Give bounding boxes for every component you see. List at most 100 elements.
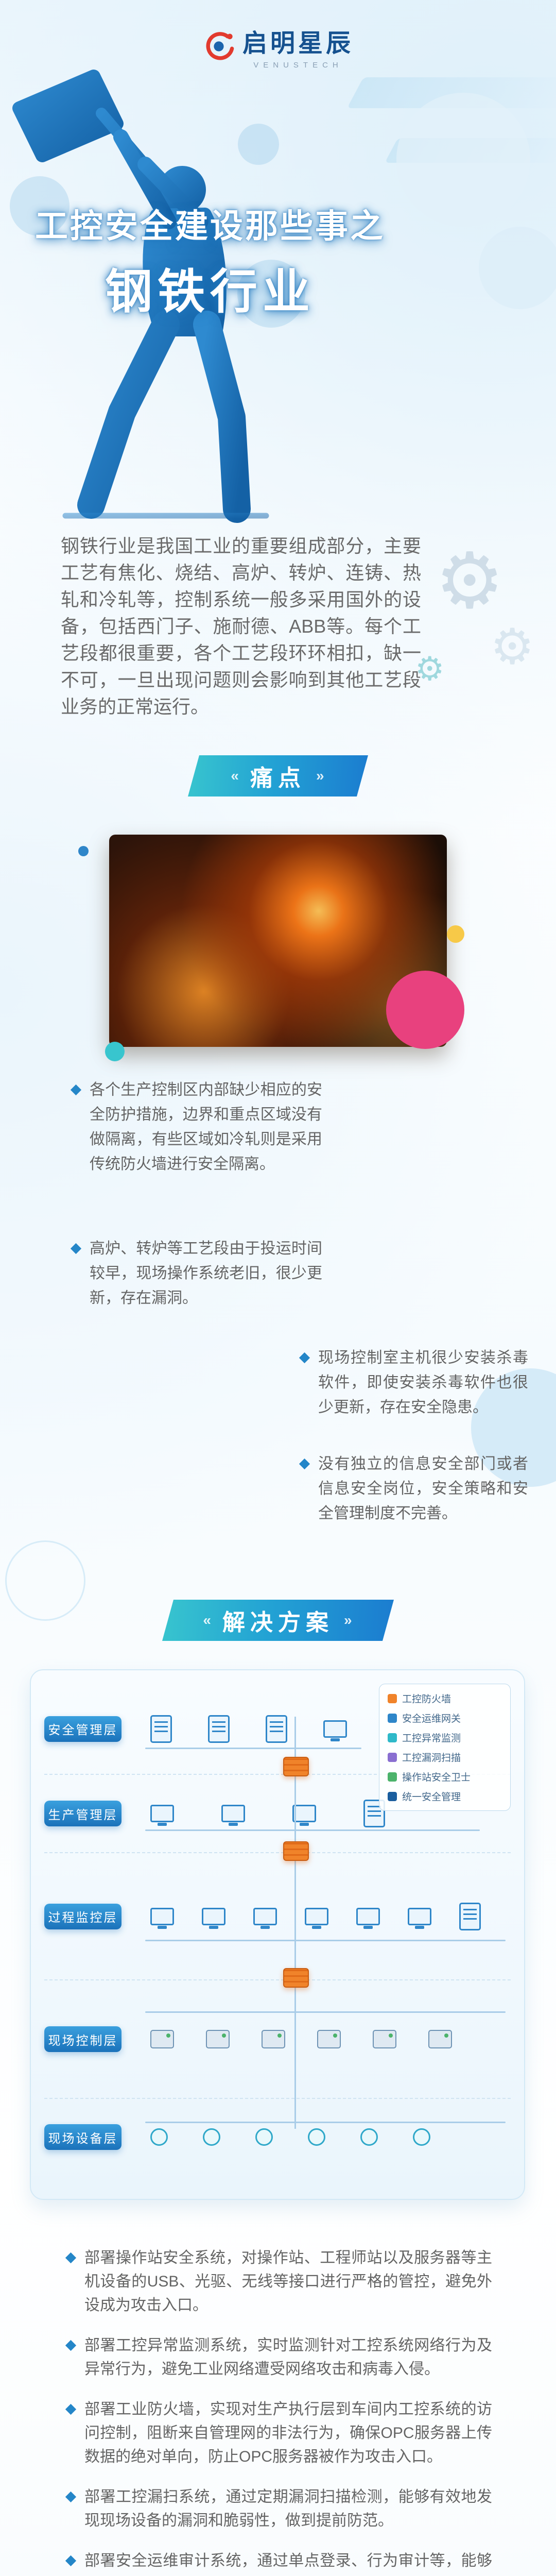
logo-mark-icon — [206, 31, 234, 60]
operator-station-icon — [305, 1907, 328, 1925]
field-device-icon — [413, 2128, 430, 2146]
decor-circle — [396, 93, 530, 227]
operator-station-icon — [356, 1907, 380, 1925]
scanner-icon — [388, 1752, 397, 1762]
solution-bullet: 部署工业防火墙，实现对生产执行层到车间内工控系统的访问控制，阻断来自管理网的非法… — [66, 2398, 492, 2469]
operator-station-icon — [408, 1907, 431, 1925]
badge-label: 痛点 — [250, 766, 306, 791]
legend-item: 统一安全管理 — [388, 1789, 502, 1803]
plc-icon — [262, 2030, 285, 2048]
diagram-layer-row: 现场设备层 — [44, 2099, 511, 2175]
chevron-right-icon: » — [316, 768, 325, 784]
legend-item-label: 操作站安全卫士 — [402, 1772, 471, 1783]
monitor-probe-icon — [388, 1733, 397, 1742]
solution-diagram-panel: 工控防火墙 安全运维网关 工控异常监测 工控漏洞扫描 操作站安全卫士 统一安全管… — [30, 1669, 525, 2200]
server-icon — [150, 1715, 172, 1743]
diagram-layer-row: 现场控制层 — [44, 1980, 511, 2099]
firewall-icon — [283, 1757, 309, 1776]
logo: 启明星辰 VENUSTECH — [202, 23, 354, 70]
pain-bullet: 没有独立的信息安全部门或者信息安全岗位，安全策略和安全管理制度不完善。 — [300, 1452, 528, 1526]
diagram-layer-label: 过程监控层 — [44, 1903, 121, 1929]
operator-station-icon — [253, 1907, 277, 1925]
decor-dot-yellow — [447, 925, 464, 943]
field-device-icon — [308, 2128, 325, 2146]
operator-station-icon — [202, 1907, 225, 1925]
field-device-icon — [150, 2128, 168, 2146]
decor-dot-magenta — [386, 971, 464, 1049]
solution-bullet: 部署安全运维审计系统，通过单点登录、行为审计等，能够有效地管控远程运维人员，记录… — [66, 2549, 492, 2576]
gear-icon: ⚙ — [490, 619, 535, 674]
legend-item-label: 统一安全管理 — [402, 1792, 461, 1803]
section-badge-solution: « 解决方案 » — [162, 1600, 394, 1641]
decor-ring — [5, 1540, 85, 1621]
management-icon — [388, 1791, 397, 1801]
plc-icon — [428, 2030, 452, 2048]
workstation-icon — [323, 1720, 347, 1738]
pain-bullet: 高炉、转炉等工艺段由于投运时间较早，现场操作系统老旧，很少更新，存在漏洞。 — [71, 1236, 322, 1311]
server-icon — [266, 1715, 287, 1743]
diagram-layer-row: 生产管理层 — [44, 1775, 511, 1853]
bus-line — [145, 1940, 506, 1941]
worker-silhouette-illustration — [10, 70, 305, 523]
intro-paragraph: 钢铁行业是我国工业的重要组成部分，主要工艺有焦化、烧结、高炉、转炉、连铸、热轧和… — [61, 535, 421, 717]
server-icon — [459, 1902, 481, 1930]
plc-icon — [317, 2030, 341, 2048]
backbone-line — [294, 1717, 296, 2129]
legend-item: 工控漏洞扫描 — [388, 1750, 502, 1764]
bus-line — [145, 2011, 506, 2013]
badge-label: 解决方案 — [222, 1610, 334, 1635]
page-title: 工控安全建设那些事之 钢铁行业 — [14, 200, 406, 322]
diagram-layer-row: 过程监控层 — [44, 1853, 511, 1980]
legend-item: 安全运维网关 — [388, 1711, 502, 1725]
pain-bullet: 各个生产控制区内部缺少相应的安全防护措施，边界和重点区域没有做隔离，有些区域如冷… — [71, 1078, 322, 1177]
field-device-icon — [360, 2128, 378, 2146]
diagram-layer-row: 安全管理层 — [44, 1684, 511, 1775]
page-title-line2: 钢铁行业 — [105, 266, 315, 318]
legend-item: 工控异常监测 — [388, 1731, 502, 1744]
solution-bullet: 部署工控异常监测系统，实时监测针对工控系统网络行为及异常行为，避免工业网络遭受网… — [66, 2334, 492, 2381]
host-guard-icon — [388, 1772, 397, 1782]
page-title-line1: 工控安全建设那些事之 — [35, 208, 385, 245]
diagram-layer-label: 生产管理层 — [44, 1801, 121, 1826]
chevron-right-icon: » — [344, 1612, 353, 1628]
diagram-layer-label: 现场控制层 — [44, 2026, 121, 2052]
plc-icon — [373, 2030, 396, 2048]
diagram-layer-label: 安全管理层 — [44, 1716, 121, 1742]
decor-dot-teal — [105, 1042, 125, 1061]
legend-item-label: 安全运维网关 — [402, 1714, 461, 1724]
bus-line — [145, 1829, 480, 1831]
bus-line — [145, 2122, 506, 2123]
legend-item-label: 工控防火墙 — [402, 1694, 451, 1705]
workstation-icon — [292, 1805, 316, 1822]
workstation-icon — [150, 1805, 174, 1822]
pain-bullet: 现场控制室主机很少安装杀毒软件，即使安装杀毒软件也很少更新，存在安全隐患。 — [300, 1346, 528, 1420]
gateway-icon — [388, 1713, 397, 1723]
section-badge-pain: « 痛点 » — [188, 755, 368, 796]
logo-text: 启明星辰 — [242, 30, 354, 57]
field-device-icon — [203, 2128, 220, 2146]
diagram-layer-label: 现场设备层 — [44, 2124, 121, 2150]
firewall-icon — [283, 1841, 309, 1861]
legend-item-label: 工控异常监测 — [402, 1733, 461, 1744]
firewall-icon — [388, 1693, 397, 1703]
bus-line — [145, 1748, 361, 1749]
field-device-icon — [255, 2128, 273, 2146]
diagram-legend: 工控防火墙 安全运维网关 工控异常监测 工控漏洞扫描 操作站安全卫士 统一安全管… — [379, 1684, 511, 1811]
workstation-icon — [221, 1805, 245, 1822]
solution-bullet: 部署工控漏扫系统，通过定期漏洞扫描检测，能够有效地发现现场设备的漏洞和脆弱性，做… — [66, 2485, 492, 2533]
plc-icon — [150, 2030, 174, 2048]
firewall-icon — [283, 1968, 309, 1988]
logo-subtext: VENUSTECH — [253, 61, 343, 70]
server-icon — [208, 1715, 230, 1743]
chevron-left-icon: « — [231, 768, 240, 784]
solution-bullet: 部署操作站安全系统，对操作站、工程师站以及服务器等主机设备的USB、光驱、无线等… — [66, 2246, 492, 2317]
legend-item-label: 工控漏洞扫描 — [402, 1753, 461, 1764]
legend-item: 操作站安全卫士 — [388, 1770, 502, 1784]
operator-station-icon — [150, 1907, 174, 1925]
plc-icon — [206, 2030, 230, 2048]
gear-icon: ⚙ — [415, 650, 445, 687]
decor-circle — [479, 227, 556, 309]
legend-item: 工控防火墙 — [388, 1691, 502, 1705]
decor-dot-blue — [78, 846, 89, 856]
